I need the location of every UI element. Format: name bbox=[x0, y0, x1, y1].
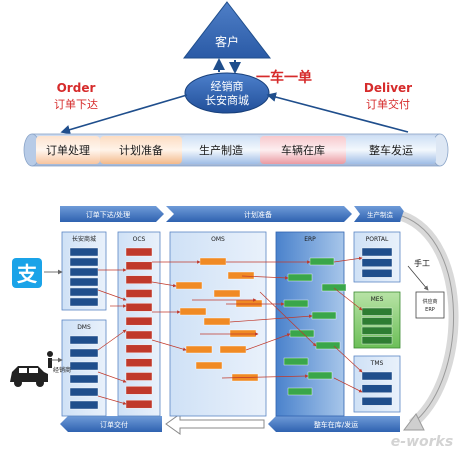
dealer-small-label: 经销商 bbox=[53, 366, 71, 374]
oms-node bbox=[227, 271, 255, 280]
erp-panel-title: ERP bbox=[304, 236, 316, 243]
erp-node bbox=[309, 257, 335, 266]
erp-node bbox=[283, 299, 309, 308]
svg-text:支: 支 bbox=[17, 262, 38, 286]
erp-node bbox=[289, 329, 315, 338]
dealer-label-line2: 长安商城 bbox=[205, 93, 249, 107]
svg-text:e-works: e-works bbox=[391, 434, 453, 450]
erp-node bbox=[283, 357, 309, 366]
band-production-label: 生产制造 bbox=[367, 210, 394, 219]
flow-connector bbox=[97, 329, 127, 351]
oms-panel-title: OMS bbox=[211, 236, 225, 243]
order-en-label: Order bbox=[57, 81, 96, 95]
erp-node bbox=[307, 371, 333, 380]
band-order-delivery-label: 订单交付 bbox=[100, 420, 128, 429]
portal-panel-title: PORTAL bbox=[366, 236, 389, 243]
dms-panel-title: DMS bbox=[77, 324, 91, 331]
eworks-watermark: e-works bbox=[391, 434, 453, 450]
mall-panel-items bbox=[69, 247, 99, 307]
external-connector bbox=[407, 265, 429, 291]
mall-panel: 长安商城 bbox=[61, 231, 107, 311]
flow-connector bbox=[259, 291, 317, 347]
deliver-arrow bbox=[266, 92, 409, 133]
supplier-label-line1: 供应商 bbox=[422, 298, 437, 305]
portal-panel: PORTAL bbox=[353, 231, 401, 283]
stage-shipping: 整车发运 bbox=[369, 143, 413, 157]
flow-connector bbox=[333, 377, 363, 393]
deliver-en-label: Deliver bbox=[364, 81, 412, 95]
oms-node bbox=[203, 317, 231, 326]
process-cylinder bbox=[23, 133, 449, 167]
band-order-handling bbox=[60, 206, 164, 222]
erp-node bbox=[287, 273, 313, 282]
stage-order-processing: 订单处理 bbox=[46, 144, 90, 157]
band-order-handling-label: 订单下达/处理 bbox=[86, 210, 130, 219]
mall-panel-title: 长安商城 bbox=[72, 235, 96, 243]
mes-panel: MES bbox=[353, 291, 401, 349]
flow-connector bbox=[333, 345, 363, 373]
flow-connector bbox=[221, 374, 309, 379]
stage-in-stock: 车辆在库 bbox=[281, 143, 325, 157]
tms-panel-items bbox=[361, 371, 393, 406]
oms-node bbox=[175, 281, 203, 290]
oms-node bbox=[213, 289, 241, 298]
oms-node bbox=[229, 329, 257, 338]
band-planning-label: 计划准备 bbox=[244, 210, 272, 219]
oms-node bbox=[179, 307, 207, 316]
supplier-erp-box bbox=[415, 291, 445, 319]
deliver-cn-label: 订单交付 bbox=[366, 97, 410, 111]
person-icon bbox=[47, 351, 53, 368]
band-stock-shipping-label: 整车在库/发运 bbox=[314, 420, 358, 429]
flow-connector bbox=[333, 287, 363, 311]
oms-node bbox=[199, 257, 227, 266]
erp-node bbox=[321, 283, 347, 292]
order-cn-label: 订单下达 bbox=[54, 98, 98, 111]
flow-connector bbox=[245, 333, 291, 351]
flow-connector bbox=[97, 371, 127, 383]
ocs-panel-items bbox=[125, 247, 153, 409]
oms-node bbox=[219, 345, 247, 354]
oms-node bbox=[185, 345, 213, 354]
flow-connector bbox=[151, 339, 187, 351]
dms-panel: DMS bbox=[61, 319, 107, 417]
erp-node bbox=[311, 311, 337, 320]
customer-triangle bbox=[182, 1, 272, 59]
flow-connector bbox=[151, 281, 177, 288]
tms-panel: TMS bbox=[353, 355, 401, 413]
mes-panel-title: MES bbox=[371, 296, 384, 303]
dealer-label-line1: 经销商 bbox=[211, 79, 244, 93]
flow-connector bbox=[229, 314, 313, 323]
tms-panel-title: TMS bbox=[370, 360, 384, 367]
return-curve-arrow bbox=[400, 211, 459, 428]
flow-connector bbox=[241, 275, 289, 280]
band-planning bbox=[166, 206, 352, 222]
band-order-delivery bbox=[60, 416, 162, 432]
alipay-icon: 支 bbox=[12, 258, 42, 288]
band-stock-shipping bbox=[268, 416, 400, 432]
band-production bbox=[354, 206, 406, 222]
oms-node bbox=[235, 299, 263, 308]
customer-label: 客户 bbox=[215, 34, 239, 49]
supplier-label-line2: ERP bbox=[425, 307, 435, 313]
portal-panel-items bbox=[361, 247, 393, 278]
oms-node bbox=[195, 361, 223, 370]
order-arrow bbox=[60, 94, 188, 135]
slogan-text: 一车一单 bbox=[256, 69, 312, 86]
flow-connector bbox=[97, 395, 127, 405]
ocs-panel-title: OCS bbox=[133, 236, 146, 243]
mes-panel-items bbox=[361, 307, 393, 345]
dms-panel-items bbox=[69, 335, 99, 410]
manual-label: 手工 bbox=[414, 258, 430, 268]
flow-connector bbox=[333, 256, 363, 263]
stage-manufacturing: 生产制造 bbox=[199, 143, 243, 157]
return-curve-arrowhead bbox=[403, 413, 425, 431]
flow-connector bbox=[97, 289, 127, 301]
return-hollow-arrow bbox=[165, 413, 265, 435]
car-icon bbox=[10, 366, 48, 387]
stage-planning: 计划准备 bbox=[119, 143, 163, 157]
ocs-panel: OCS bbox=[117, 231, 161, 417]
erp-node bbox=[287, 387, 313, 396]
